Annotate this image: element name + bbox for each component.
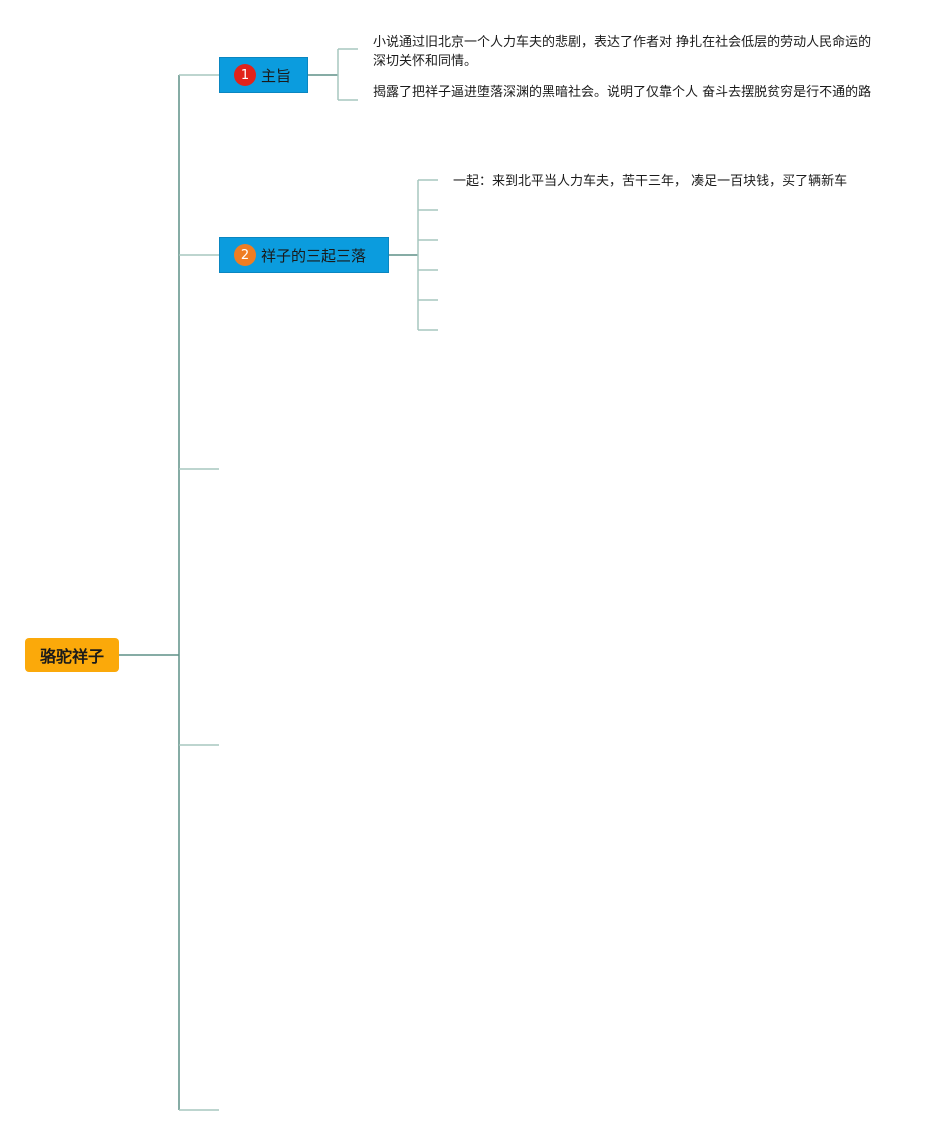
root-label: 骆驼祥子 bbox=[39, 647, 104, 666]
theme-leaf-sympathy[interactable]: 小说通过旧北京一个人力车夫的悲剧，表达了作者对 挣扎在社会低层的劳动人民命运的深… bbox=[373, 35, 872, 69]
rise-leaf-first[interactable]: 一起：来到北平当人力车夫，苦干三年， 凑足一百块钱，买了辆新车 bbox=[453, 174, 848, 189]
topic-node-theme[interactable]: 1 主旨 bbox=[219, 57, 308, 93]
topic-node-three-rises-three-falls[interactable]: 2 祥子的三起三落 bbox=[219, 237, 389, 273]
topic-label: 祥子的三起三落 bbox=[261, 246, 367, 265]
priority-2-icon: 2 bbox=[234, 244, 256, 266]
root-node[interactable]: 骆驼祥子 bbox=[25, 638, 119, 672]
topic-label: 主旨 bbox=[261, 66, 292, 85]
theme-leaf-society[interactable]: 揭露了把祥子逼进堕落深渊的黑暗社会。说明了仅靠个人 奋斗去摆脱贫穷是行不通的路 bbox=[373, 85, 872, 100]
priority-1-icon: 1 bbox=[234, 64, 256, 86]
